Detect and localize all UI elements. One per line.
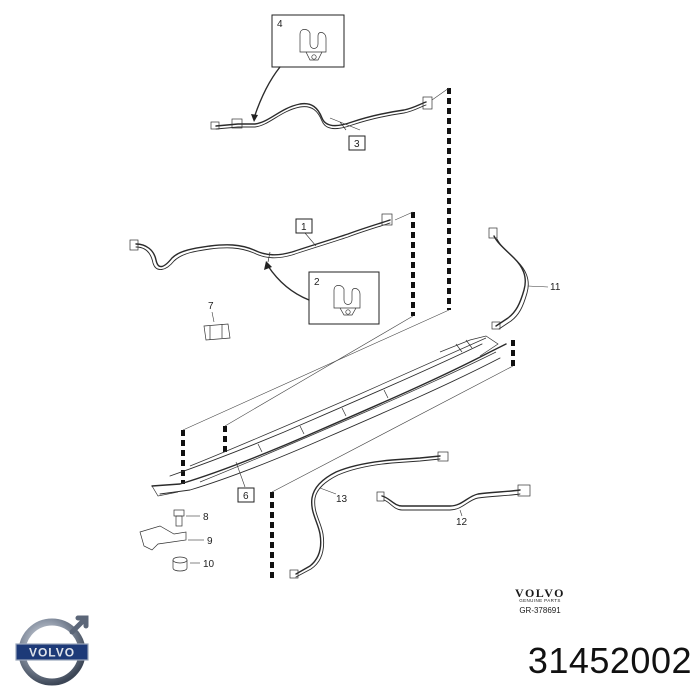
clip-part-2 xyxy=(333,285,361,316)
callout-label-11: 11 xyxy=(550,282,561,293)
fuel-line-part-3 xyxy=(210,96,433,131)
reference-code: GR-378691 xyxy=(519,606,561,615)
callout-label-7: 7 xyxy=(208,301,214,312)
fuel-line-part-11: 11 xyxy=(488,227,561,330)
fuel-line-part-1 xyxy=(129,213,393,270)
callout-label-9: 9 xyxy=(207,536,213,547)
callout-label-12: 12 xyxy=(456,517,468,528)
brand-logo-icon: VOLVO xyxy=(15,615,89,686)
hardware-parts-8-9-10: 8 9 10 xyxy=(139,509,215,572)
grommet-part-10: 10 xyxy=(172,556,215,572)
callout-label-4: 4 xyxy=(277,19,283,30)
callout-label-6: 6 xyxy=(243,491,249,502)
callout-box-part-4: 4 xyxy=(251,14,345,122)
fuel-line-part-13: 13 xyxy=(289,451,449,579)
callout-part-1: 1 xyxy=(295,218,317,247)
reference-tagline: GENUINE PARTS xyxy=(519,598,561,603)
callout-label-8: 8 xyxy=(203,512,209,523)
reference-brand: VOLVO xyxy=(515,586,565,600)
bracket-part-9: 9 xyxy=(139,525,213,551)
callout-part-6: 6 xyxy=(235,461,255,503)
callout-label-3: 3 xyxy=(354,139,360,150)
callout-label-1: 1 xyxy=(301,222,307,233)
clip-part-4 xyxy=(299,29,327,61)
part-number: 31452002 xyxy=(527,640,692,681)
bolt-part-8: 8 xyxy=(173,509,209,527)
guide-lines xyxy=(181,87,515,580)
fuel-line-part-12: 12 xyxy=(376,484,531,528)
callout-box-part-2: 2 xyxy=(264,261,380,325)
callout-label-10: 10 xyxy=(203,559,215,570)
rail-assembly-part-6 xyxy=(151,335,507,497)
brand-logo-text: VOLVO xyxy=(29,646,75,660)
callout-label-2: 2 xyxy=(314,277,320,288)
callout-part-3: 3 xyxy=(329,117,366,151)
bracket-part-7: 7 xyxy=(203,301,231,341)
callout-label-13: 13 xyxy=(336,494,348,505)
